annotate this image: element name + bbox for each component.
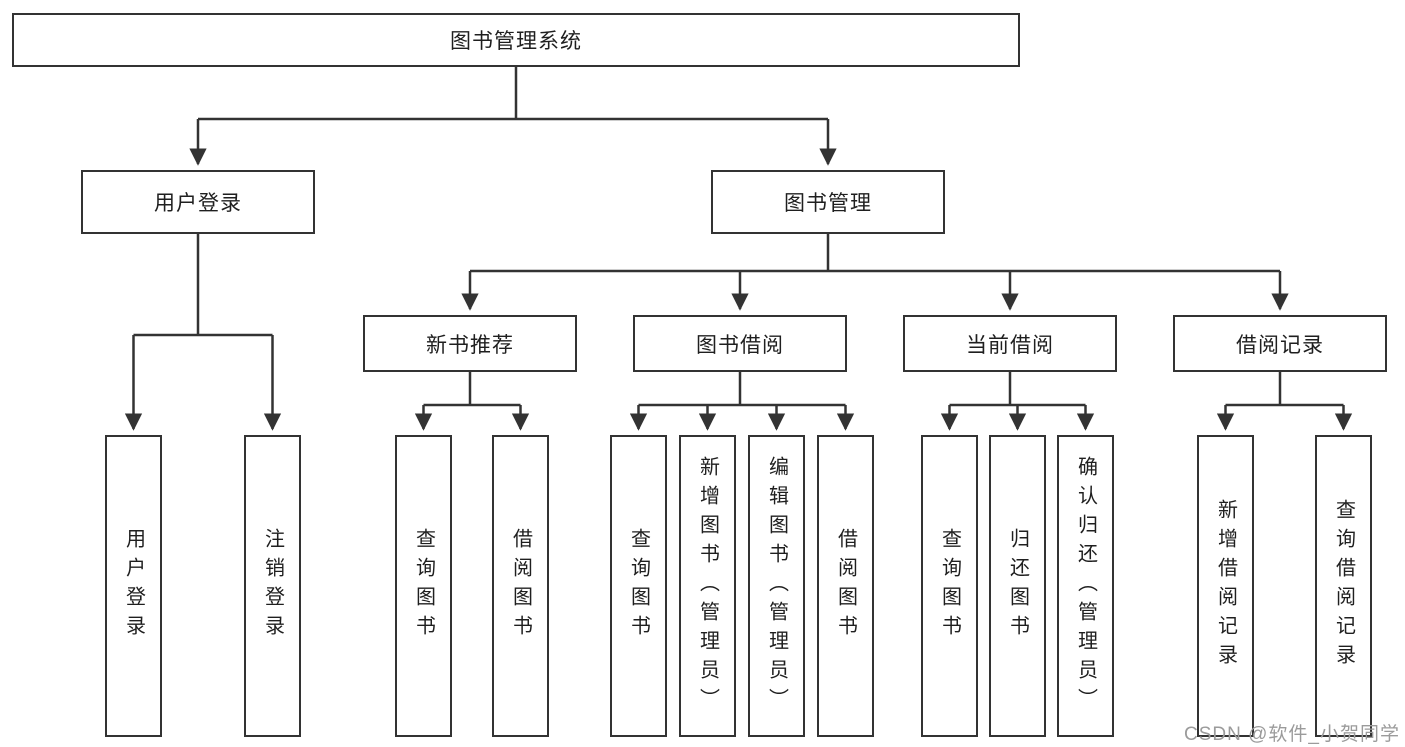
- leaf-label: 确认归还（管理员）: [1074, 455, 1097, 717]
- leaf-label: 借阅图书: [509, 528, 532, 644]
- leaf-label: 新增图书（管理员）: [696, 455, 719, 717]
- node-current-borrow: 当前借阅: [903, 315, 1117, 372]
- leaf-query-books-current: 查询图书: [921, 435, 978, 737]
- leaf-borrow-books: 借阅图书: [817, 435, 874, 737]
- leaf-label: 用户登录: [122, 528, 145, 644]
- leaf-label: 查询图书: [412, 528, 435, 644]
- node-label: 图书管理: [784, 192, 872, 215]
- leaf-label: 借阅图书: [834, 528, 857, 644]
- leaf-query-borrow-record: 查询借阅记录: [1315, 435, 1372, 737]
- leaf-label: 查询借阅记录: [1332, 499, 1355, 673]
- leaf-query-books-borrow: 查询图书: [610, 435, 667, 737]
- node-book-borrow: 图书借阅: [633, 315, 847, 372]
- leaf-add-borrow-record: 新增借阅记录: [1197, 435, 1254, 737]
- node-library-management-system: 图书管理系统: [12, 13, 1020, 67]
- leaf-query-books-recommend: 查询图书: [395, 435, 452, 737]
- leaf-label: 注销登录: [261, 528, 284, 644]
- leaf-user-login: 用户登录: [105, 435, 162, 737]
- leaf-logout-login: 注销登录: [244, 435, 301, 737]
- leaf-label: 归还图书: [1006, 528, 1029, 644]
- leaf-return-books: 归还图书: [989, 435, 1046, 737]
- leaf-add-books-admin: 新增图书（管理员）: [679, 435, 736, 737]
- node-borrow-records: 借阅记录: [1173, 315, 1387, 372]
- leaf-edit-books-admin: 编辑图书（管理员）: [748, 435, 805, 737]
- node-user-login: 用户登录: [81, 170, 315, 234]
- node-label: 图书借阅: [696, 333, 784, 357]
- csdn-watermark: CSDN @软件_小贺同学: [1184, 724, 1400, 745]
- leaf-confirm-return-admin: 确认归还（管理员）: [1057, 435, 1114, 737]
- node-label: 用户登录: [154, 192, 242, 215]
- node-label: 图书管理系统: [450, 30, 582, 53]
- node-label: 借阅记录: [1236, 333, 1324, 357]
- leaf-label: 新增借阅记录: [1214, 499, 1237, 673]
- leaf-label: 查询图书: [627, 528, 650, 644]
- node-label: 当前借阅: [966, 333, 1054, 357]
- leaf-label: 编辑图书（管理员）: [765, 455, 788, 717]
- leaf-label: 查询图书: [938, 528, 961, 644]
- node-new-book-recommend: 新书推荐: [363, 315, 577, 372]
- node-book-management: 图书管理: [711, 170, 945, 234]
- leaf-borrow-books-recommend: 借阅图书: [492, 435, 549, 737]
- node-label: 新书推荐: [426, 333, 514, 357]
